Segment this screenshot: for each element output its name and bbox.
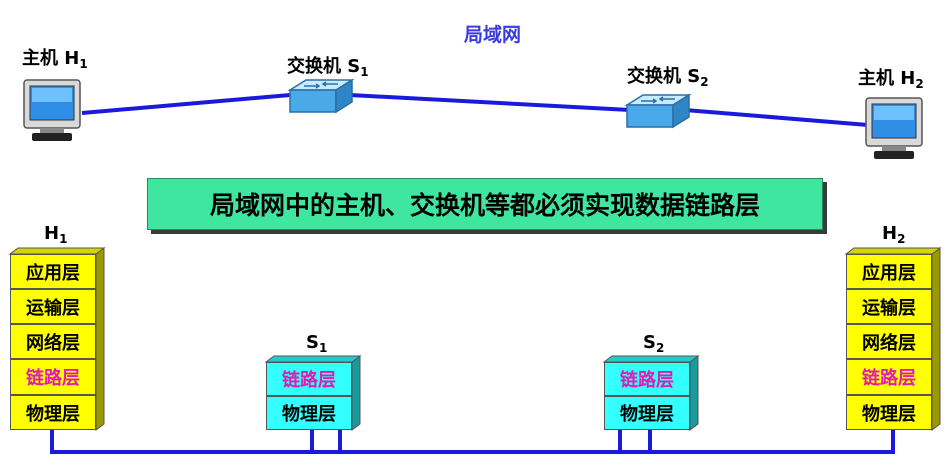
stack-s2-side <box>689 355 699 431</box>
stack-label-h2: H2 <box>882 223 906 246</box>
stack-h1-side <box>95 247 105 431</box>
stack-label-s1: S1 <box>306 332 328 355</box>
device-label-s2: 交换机 S2 <box>627 66 709 89</box>
stack-label-h1: H1 <box>44 223 68 246</box>
switch-icon-s1 <box>287 78 355 114</box>
layer-network: 网络层 <box>846 324 932 359</box>
phys-link-h1-s1 <box>50 430 342 454</box>
layer-physical: 物理层 <box>10 395 96 430</box>
layer-application: 应用层 <box>10 254 96 289</box>
layer-link: 链路层 <box>10 359 96 395</box>
banner: 局域网中的主机、交换机等都必须实现数据链路层 <box>147 178 823 230</box>
layer-physical: 物理层 <box>604 396 690 430</box>
computer-icon-h2 <box>865 97 923 159</box>
link-s2-h2 <box>684 108 869 127</box>
phys-link-s2-h2 <box>618 430 895 454</box>
layer-link: 链路层 <box>266 362 352 396</box>
stack-label-s2: S2 <box>643 332 665 355</box>
device-label-h2: 主机 H2 <box>858 68 924 91</box>
layer-physical: 物理层 <box>846 395 932 430</box>
computer-icon-h1 <box>23 79 81 141</box>
layer-transport: 运输层 <box>10 289 96 324</box>
stack-s1-side <box>351 355 361 431</box>
switch-icon-s2 <box>624 93 692 129</box>
device-label-s1: 交换机 S1 <box>287 56 369 79</box>
phys-link-s1-s2 <box>310 430 652 454</box>
diagram-title: 局域网 <box>464 24 522 46</box>
layer-application: 应用层 <box>846 254 932 289</box>
layer-physical: 物理层 <box>266 396 352 430</box>
device-label-h1: 主机 H1 <box>22 48 88 71</box>
layer-network: 网络层 <box>10 324 96 359</box>
layer-transport: 运输层 <box>846 289 932 324</box>
link-s1-s2 <box>349 93 631 112</box>
layer-link: 链路层 <box>846 359 932 395</box>
link-h1-s1 <box>81 93 291 115</box>
stack-h2-side <box>931 247 941 431</box>
layer-link: 链路层 <box>604 362 690 396</box>
